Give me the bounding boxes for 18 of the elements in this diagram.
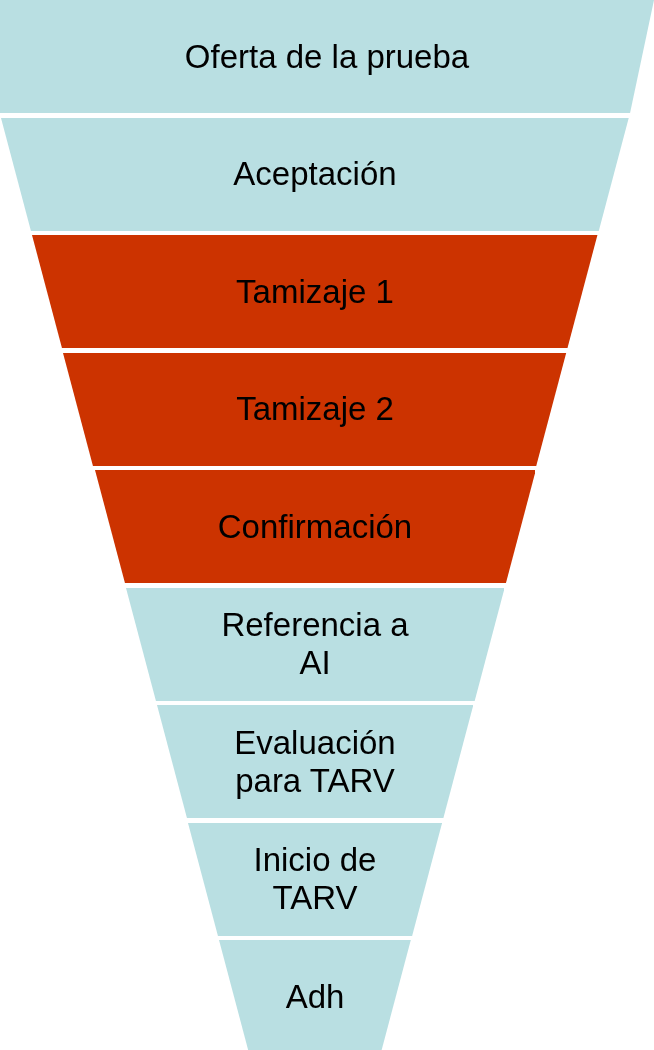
funnel-band [219, 940, 411, 1050]
funnel-band [0, 0, 654, 113]
stage-label: Tamizaje 1 [236, 272, 394, 311]
stage-label: Evaluación para TARV [233, 723, 397, 800]
funnel-band [94, 470, 536, 583]
funnel-band [32, 235, 598, 348]
funnel-band [125, 587, 505, 701]
funnel-band [1, 117, 629, 231]
funnel-band [63, 352, 567, 466]
stage-label: Confirmación [217, 507, 413, 546]
funnel-band [187, 822, 442, 936]
stage-label: Tamizaje 2 [236, 390, 394, 428]
funnel-band [156, 705, 474, 818]
stage-label: Inicio de TARV [252, 841, 378, 917]
stage-label: Adh [285, 977, 345, 1016]
stage-label: Oferta de la prueba [184, 37, 470, 76]
stage-label: Aceptación [233, 155, 397, 193]
stage-label: Referencia a AI [220, 606, 410, 682]
